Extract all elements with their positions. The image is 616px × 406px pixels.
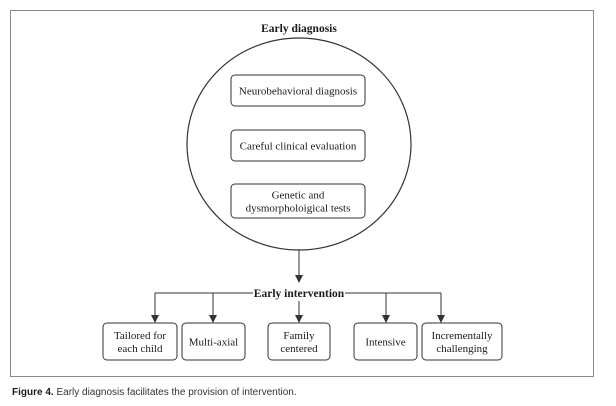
intervention-box-2: Multi-axial <box>181 322 246 361</box>
intervention-box-1-text: Tailored for <box>114 330 166 342</box>
intervention-box-2-border <box>181 322 246 361</box>
diagnosis-box-1-border <box>230 74 366 107</box>
diagnosis-box-1-text: Neurobehavioral diagnosis <box>239 86 357 98</box>
diagnosis-box-2-border <box>230 129 366 162</box>
intervention-box-4: Intensive <box>353 322 418 361</box>
diagnosis-box-1: Neurobehavioral diagnosis <box>230 74 366 107</box>
intervention-box-3-border <box>267 322 331 361</box>
intervention-box-3-text: centered <box>280 343 318 355</box>
intervention-box-1-text: each child <box>118 343 163 355</box>
intervention-box-5-text: Incrementally <box>431 330 493 342</box>
diagram-title: Early diagnosis <box>261 23 337 35</box>
diagnosis-box-2-text: Careful clinical evaluation <box>240 141 357 153</box>
diagnosis-box-3-text: dysmorpholoigical tests <box>246 203 351 215</box>
figure-frame <box>10 10 594 377</box>
diagnosis-box-2: Careful clinical evaluation <box>230 129 366 162</box>
diagnosis-box-3-text: Genetic and <box>272 190 325 202</box>
diagnosis-box-3-border <box>230 183 366 219</box>
intervention-box-1-border <box>102 322 178 361</box>
caption-label: Figure 4. <box>12 387 54 398</box>
intervention-box-3-text: Family <box>283 330 315 342</box>
intervention-box-4-border <box>353 322 418 361</box>
intervention-box-5-border <box>421 322 503 361</box>
figure-caption: Figure 4. Early diagnosis facilitates th… <box>12 387 602 398</box>
intervention-box-5-text: challenging <box>436 343 488 355</box>
intervention-label: Early intervention <box>254 288 345 300</box>
caption-text: Early diagnosis facilitates the provisio… <box>53 387 297 398</box>
intervention-box-2-text: Multi-axial <box>189 337 239 349</box>
intervention-box-4-text: Intensive <box>365 337 405 349</box>
